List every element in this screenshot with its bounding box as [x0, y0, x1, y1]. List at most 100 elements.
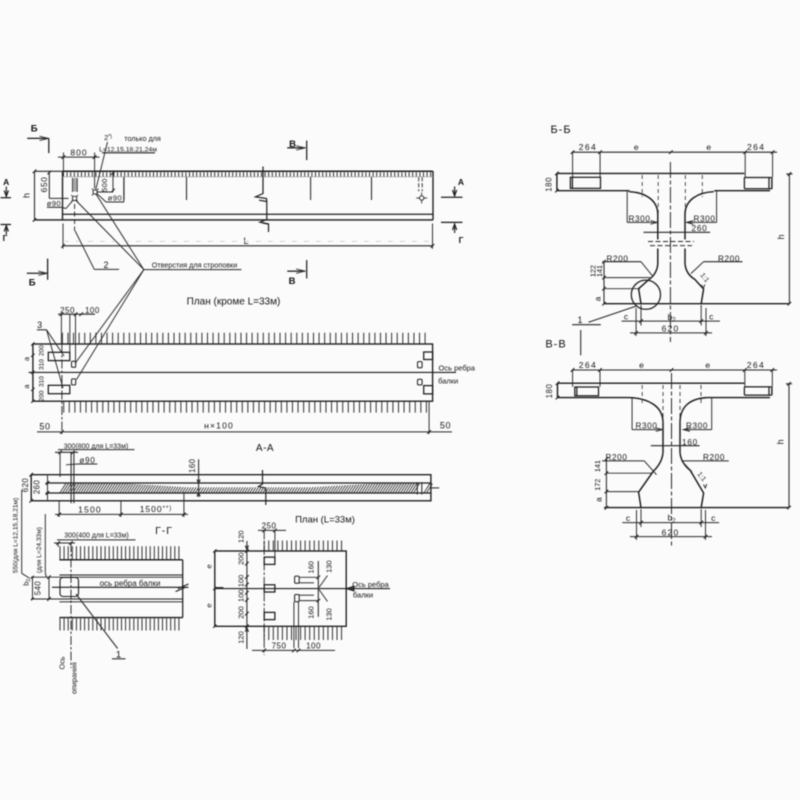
svg-text:R300: R300 [629, 215, 651, 224]
svg-text:h: h [776, 234, 786, 239]
svg-text:Б-Б: Б-Б [550, 124, 571, 136]
svg-text:200: 200 [236, 552, 245, 565]
svg-text:ось ребра балки: ось ребра балки [100, 579, 161, 588]
svg-text:L=12,15,18,21,24м: L=12,15,18,21,24м [99, 146, 157, 153]
svg-text:750: 750 [272, 641, 287, 650]
svg-text:310: 310 [39, 376, 46, 387]
svg-text:1500: 1500 [78, 504, 102, 514]
svg-text:c: c [624, 312, 629, 322]
svg-text:Ось ребра: Ось ребра [439, 363, 476, 372]
svg-text:ø90: ø90 [108, 193, 122, 202]
svg-text:e: e [705, 360, 710, 370]
svg-text:1:1: 1:1 [695, 471, 707, 483]
svg-text:100: 100 [236, 575, 245, 588]
svg-text:300(800 для L=33м): 300(800 для L=33м) [64, 443, 128, 450]
svg-text:А: А [458, 177, 464, 187]
svg-text:только для: только для [124, 134, 161, 143]
svg-text:В-В: В-В [545, 339, 566, 351]
svg-text:e: e [706, 142, 711, 152]
svg-text:130: 130 [324, 560, 333, 573]
svg-text:120: 120 [236, 530, 245, 543]
svg-text:R300: R300 [694, 215, 716, 224]
svg-text:c: c [709, 312, 714, 322]
svg-text:100: 100 [85, 306, 100, 315]
svg-text:Ось ребра: Ось ребра [352, 580, 389, 589]
svg-text:180: 180 [544, 177, 553, 192]
svg-text:2: 2 [103, 260, 108, 270]
svg-text:В: В [289, 139, 296, 150]
svg-text:c: c [711, 513, 716, 523]
svg-text:122: 122 [588, 265, 597, 277]
svg-text:650: 650 [39, 177, 49, 193]
svg-text:Г: Г [3, 233, 8, 243]
svg-text:балки: балки [353, 591, 373, 600]
svg-text:3: 3 [37, 320, 42, 330]
svg-text:В: В [289, 276, 296, 287]
svg-text:2*): 2*) [104, 133, 112, 142]
svg-text:b2: b2 [667, 312, 676, 324]
svg-text:e: e [205, 603, 214, 607]
svg-text:a: a [22, 384, 31, 389]
svg-text:50: 50 [39, 421, 50, 431]
svg-text:h: h [776, 439, 786, 444]
svg-text:e: e [205, 564, 214, 568]
svg-text:310: 310 [39, 359, 46, 370]
svg-text:e: e [639, 360, 644, 370]
svg-text:опирания: опирания [70, 662, 79, 694]
svg-text:c: c [626, 513, 631, 523]
svg-text:R200: R200 [718, 255, 740, 264]
svg-text:Отверстия для строповки: Отверстия для строповки [152, 261, 237, 270]
svg-text:(для L=24,33м): (для L=24,33м) [36, 527, 43, 573]
svg-text:План (кроме L=33м): План (кроме L=33м) [187, 297, 281, 308]
svg-text:b2: b2 [22, 579, 33, 586]
svg-text:100: 100 [236, 589, 245, 602]
svg-text:500: 500 [100, 178, 109, 192]
svg-text:264: 264 [579, 360, 597, 370]
svg-text:160: 160 [306, 606, 315, 619]
svg-text:620: 620 [21, 478, 30, 493]
svg-text:200: 200 [39, 390, 46, 401]
svg-text:Б: Б [29, 278, 36, 289]
svg-text:План (L=33м): План (L=33м) [295, 515, 355, 526]
svg-text:200: 200 [39, 345, 46, 356]
svg-text:550(для L=12,15,18,21м): 550(для L=12,15,18,21м) [13, 498, 20, 573]
svg-text:800: 800 [70, 148, 87, 158]
svg-text:А-А: А-А [256, 443, 274, 454]
svg-text:а: а [594, 296, 603, 301]
svg-text:264: 264 [747, 360, 765, 370]
svg-text:А: А [3, 177, 9, 187]
svg-text:R300: R300 [686, 422, 708, 431]
svg-text:a: a [22, 356, 31, 361]
svg-text:300(400 для L=33м): 300(400 для L=33м) [64, 533, 128, 540]
svg-text:172: 172 [593, 479, 602, 491]
svg-text:h: h [22, 193, 32, 198]
svg-text:н×100: н×100 [204, 421, 234, 431]
svg-text:Ось: Ось [58, 656, 67, 669]
svg-text:160: 160 [682, 438, 698, 447]
svg-text:200: 200 [236, 606, 245, 619]
svg-text:1500**): 1500**) [140, 504, 173, 514]
svg-text:балки: балки [438, 376, 458, 385]
svg-text:Г: Г [459, 235, 464, 245]
svg-text:620: 620 [662, 324, 680, 334]
svg-text:R300: R300 [636, 422, 658, 431]
svg-text:а: а [595, 497, 604, 502]
svg-text:620: 620 [662, 527, 680, 537]
svg-text:160: 160 [188, 458, 197, 472]
svg-text:260: 260 [33, 479, 42, 494]
svg-text:1: 1 [116, 650, 121, 661]
svg-text:180: 180 [545, 384, 554, 399]
svg-text:Б: Б [31, 123, 38, 134]
svg-text:1: 1 [577, 315, 582, 325]
svg-text:ø90: ø90 [47, 199, 61, 208]
svg-text:R200: R200 [606, 453, 628, 462]
svg-text:250: 250 [60, 306, 75, 315]
svg-text:264: 264 [579, 142, 597, 152]
svg-text:b2: b2 [667, 513, 676, 525]
svg-text:260: 260 [691, 224, 707, 233]
svg-text:540: 540 [33, 581, 42, 596]
svg-text:e: e [634, 142, 639, 152]
svg-text:130: 130 [324, 608, 333, 621]
svg-text:250: 250 [262, 521, 277, 530]
svg-text:ø90: ø90 [79, 456, 95, 465]
